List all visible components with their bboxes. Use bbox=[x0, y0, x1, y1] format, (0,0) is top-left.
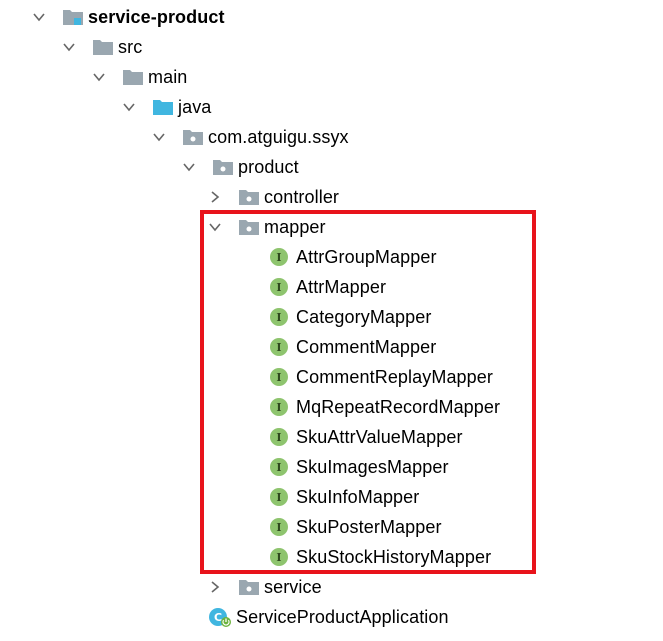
folder-icon bbox=[122, 68, 144, 86]
node-label: CommentMapper bbox=[296, 337, 437, 357]
folder-icon bbox=[92, 38, 114, 56]
interface-icon: I bbox=[270, 338, 288, 356]
tree-node-mapper[interactable]: mapper bbox=[206, 212, 326, 242]
tree-node-mapper-interface[interactable]: I SkuInfoMapper bbox=[270, 482, 419, 512]
chevron-down-icon[interactable] bbox=[120, 98, 138, 116]
node-label: SkuAttrValueMapper bbox=[296, 427, 463, 447]
node-label: ServiceProductApplication bbox=[236, 607, 449, 627]
package-icon bbox=[238, 578, 260, 596]
tree-node-mapper-interface[interactable]: I CommentReplayMapper bbox=[270, 362, 493, 392]
interface-icon: I bbox=[270, 458, 288, 476]
svg-text:C: C bbox=[214, 611, 222, 624]
tree-node-mapper-interface[interactable]: I SkuImagesMapper bbox=[270, 452, 449, 482]
node-label: AttrMapper bbox=[296, 277, 387, 297]
interface-icon: I bbox=[270, 488, 288, 506]
node-label: MqRepeatRecordMapper bbox=[296, 397, 501, 417]
interface-icon: I bbox=[270, 398, 288, 416]
node-label: SkuImagesMapper bbox=[296, 457, 449, 477]
node-label: java bbox=[178, 97, 212, 117]
tree-node-mapper-interface[interactable]: I SkuAttrValueMapper bbox=[270, 422, 463, 452]
interface-icon: I bbox=[270, 308, 288, 326]
chevron-down-icon[interactable] bbox=[60, 38, 78, 56]
node-label: SkuPosterMapper bbox=[296, 517, 442, 537]
tree-node-mapper-interface[interactable]: I CommentMapper bbox=[270, 332, 436, 362]
interface-icon: I bbox=[270, 548, 288, 566]
tree-node-main[interactable]: main bbox=[90, 62, 187, 92]
tree-node-mapper-interface[interactable]: I SkuStockHistoryMapper bbox=[270, 542, 491, 572]
tree-node-application[interactable]: C ServiceProductApplication bbox=[208, 602, 449, 632]
node-label: AttrGroupMapper bbox=[296, 247, 437, 267]
spring-boot-class-icon: C bbox=[208, 608, 232, 627]
chevron-down-icon[interactable] bbox=[180, 158, 198, 176]
node-label: SkuStockHistoryMapper bbox=[296, 547, 492, 567]
chevron-right-icon[interactable] bbox=[206, 188, 224, 206]
chevron-right-icon[interactable] bbox=[206, 578, 224, 596]
chevron-down-icon[interactable] bbox=[150, 128, 168, 146]
tree-node-mapper-interface[interactable]: I AttrMapper bbox=[270, 272, 386, 302]
package-icon bbox=[238, 188, 260, 206]
interface-icon: I bbox=[270, 368, 288, 386]
node-label: SkuInfoMapper bbox=[296, 487, 420, 507]
package-icon bbox=[182, 128, 204, 146]
interface-icon: I bbox=[270, 248, 288, 266]
package-icon bbox=[238, 218, 260, 236]
source-folder-icon bbox=[152, 98, 174, 116]
interface-icon: I bbox=[270, 278, 288, 296]
tree-node-mapper-interface[interactable]: I SkuPosterMapper bbox=[270, 512, 442, 542]
tree-node-mapper-interface[interactable]: I CategoryMapper bbox=[270, 302, 431, 332]
node-label: product bbox=[238, 157, 299, 177]
node-label: main bbox=[148, 67, 188, 87]
tree-node-java[interactable]: java bbox=[120, 92, 211, 122]
chevron-down-icon[interactable] bbox=[30, 8, 48, 26]
node-label: com.atguigu.ssyx bbox=[208, 127, 349, 147]
node-label: controller bbox=[264, 187, 340, 207]
tree-node-mapper-interface[interactable]: I MqRepeatRecordMapper bbox=[270, 392, 500, 422]
module-folder-icon bbox=[62, 8, 84, 26]
node-label: service bbox=[264, 577, 322, 597]
node-label: mapper bbox=[264, 217, 326, 237]
interface-icon: I bbox=[270, 428, 288, 446]
chevron-down-icon[interactable] bbox=[206, 218, 224, 236]
chevron-down-icon[interactable] bbox=[90, 68, 108, 86]
tree-node-product[interactable]: product bbox=[180, 152, 299, 182]
node-label: service-product bbox=[88, 7, 225, 27]
node-label: CommentReplayMapper bbox=[296, 367, 493, 387]
node-label: CategoryMapper bbox=[296, 307, 432, 327]
tree-node-service-product[interactable]: service-product bbox=[30, 2, 225, 32]
package-icon bbox=[212, 158, 234, 176]
tree-node-service[interactable]: service bbox=[206, 572, 322, 602]
tree-node-mapper-interface[interactable]: I AttrGroupMapper bbox=[270, 242, 437, 272]
tree-node-package-root[interactable]: com.atguigu.ssyx bbox=[150, 122, 349, 152]
tree-node-src[interactable]: src bbox=[60, 32, 142, 62]
tree-node-controller[interactable]: controller bbox=[206, 182, 339, 212]
node-label: src bbox=[118, 37, 143, 57]
interface-icon: I bbox=[270, 518, 288, 536]
